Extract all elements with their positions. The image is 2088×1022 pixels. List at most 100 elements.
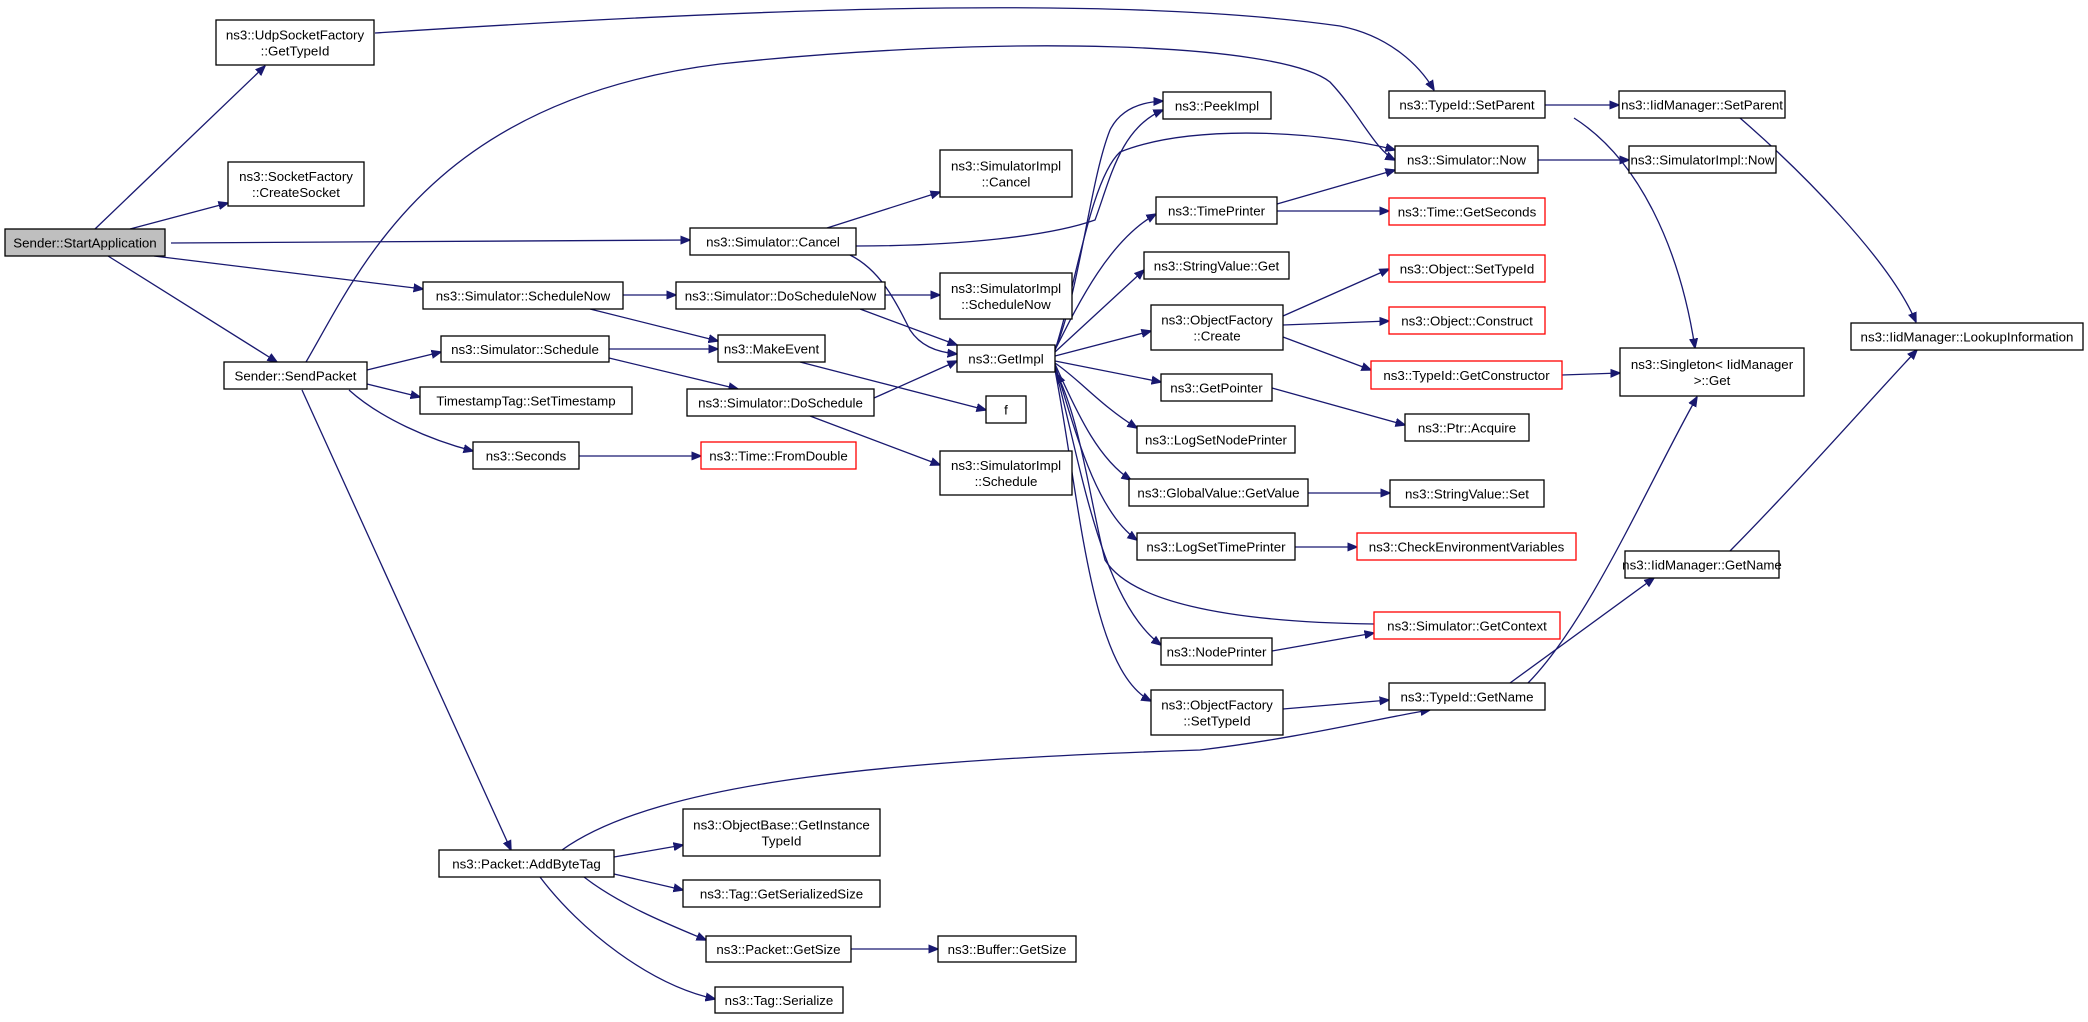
node-pktgs[interactable]: ns3::Packet::GetSize — [705, 935, 852, 963]
node-fnode[interactable]: f — [985, 395, 1027, 424]
node-tigc[interactable]: ns3::TypeId::GetConstructor — [1370, 360, 1563, 390]
node-iidgn[interactable]: ns3::IidManager::GetName — [1622, 550, 1782, 579]
node-tisp[interactable]: ns3::TypeId::SetParent — [1388, 90, 1546, 119]
node-sisched[interactable]: ns3::SimulatorImpl::Schedule — [939, 450, 1073, 496]
edge-dosched-to-sisched — [809, 415, 940, 465]
node-addbt[interactable]: ns3::Packet::AddByteTag — [438, 849, 615, 878]
node-box-obgit — [682, 808, 881, 857]
edge-cancel-to-peek — [855, 110, 1163, 247]
edge-start-to-udpsf — [94, 66, 265, 230]
edge-getptr-to-ptracq — [1271, 387, 1405, 425]
node-box-objst — [1388, 254, 1546, 283]
edge-mkev-to-fnode — [799, 361, 986, 410]
node-tign[interactable]: ns3::TypeId::GetName — [1388, 682, 1546, 711]
node-cancel[interactable]: ns3::Simulator::Cancel — [689, 227, 857, 256]
node-getptr[interactable]: ns3::GetPointer — [1160, 373, 1273, 402]
node-iidsp[interactable]: ns3::IidManager::SetParent — [1618, 90, 1786, 119]
node-tsset[interactable]: TimestampTag::SetTimestamp — [419, 386, 633, 415]
node-label-timegs-0: ns3::Time::GetSeconds — [1398, 205, 1537, 220]
node-label-mkev-0: ns3::MakeEvent — [724, 342, 820, 357]
node-sched[interactable]: ns3::Simulator::Schedule — [440, 335, 610, 363]
node-label-obgit-1: TypeId — [762, 834, 802, 849]
edge-tign-to-singget — [1527, 397, 1697, 684]
node-label-tign-0: ns3::TypeId::GetName — [1400, 690, 1533, 705]
node-label-tsset-0: TimestampTag::SetTimestamp — [436, 394, 615, 409]
node-timegs[interactable]: ns3::Time::GetSeconds — [1388, 197, 1546, 226]
node-udpsf[interactable]: ns3::UdpSocketFactory::GetTypeId — [215, 19, 375, 66]
node-label-obgit-0: ns3::ObjectBase::GetInstance — [693, 818, 870, 833]
node-label-ofst-1: ::SetTypeId — [1183, 714, 1250, 729]
node-box-sendpkt — [223, 361, 368, 390]
node-box-svset — [1389, 479, 1545, 508]
node-tprint[interactable]: ns3::TimePrinter — [1155, 196, 1278, 225]
node-start[interactable]: Sender::StartApplication — [4, 228, 166, 257]
node-bufgs[interactable]: ns3::Buffer::GetSize — [937, 935, 1077, 963]
node-iidli[interactable]: ns3::IidManager::LookupInformation — [1850, 322, 2084, 351]
node-box-tsset — [419, 386, 633, 415]
node-getimpl[interactable]: ns3::GetImpl — [956, 344, 1056, 373]
node-ofc[interactable]: ns3::ObjectFactory::Create — [1150, 304, 1284, 351]
node-nodep[interactable]: ns3::NodePrinter — [1160, 637, 1273, 666]
node-label-tagser-0: ns3::Tag::Serialize — [725, 993, 834, 1008]
node-dosn[interactable]: ns3::Simulator::DoScheduleNow — [675, 281, 886, 310]
node-seconds[interactable]: ns3::Seconds — [472, 441, 580, 470]
node-schednow[interactable]: ns3::Simulator::ScheduleNow — [422, 281, 624, 310]
node-label-fnode-0: f — [1004, 403, 1008, 418]
node-box-taggss — [682, 879, 881, 908]
node-sicancel[interactable]: ns3::SimulatorImpl::Cancel — [939, 149, 1073, 198]
node-box-ofc — [1150, 304, 1284, 351]
node-box-iidli — [1850, 322, 2084, 351]
edge-sendpkt-to-addbt — [301, 389, 511, 850]
nodes-layer: Sender::StartApplication ns3::UdpSocketFa… — [4, 19, 2084, 1014]
edge-iidsp-to-iidli — [1739, 117, 1916, 322]
node-box-cev — [1356, 532, 1577, 561]
node-tagser[interactable]: ns3::Tag::Serialize — [714, 986, 844, 1014]
edge-addbt-to-tagser — [539, 876, 715, 999]
node-sendpkt[interactable]: Sender::SendPacket — [223, 361, 368, 390]
node-ofst[interactable]: ns3::ObjectFactory::SetTypeId — [1150, 689, 1284, 736]
node-box-objcon — [1388, 306, 1546, 335]
edge-sendpkt-to-tsset — [366, 383, 420, 397]
node-mkev[interactable]: ns3::MakeEvent — [717, 334, 826, 363]
edge-getimpl-to-svget — [1054, 270, 1144, 353]
node-label-udpsf-1: ::GetTypeId — [261, 44, 330, 59]
node-siminow[interactable]: ns3::SimulatorImpl::Now — [1628, 145, 1777, 174]
node-objcon[interactable]: ns3::Object::Construct — [1388, 306, 1546, 335]
node-sisn[interactable]: ns3::SimulatorImpl::ScheduleNow — [939, 272, 1073, 320]
edge-start-to-schednow — [153, 255, 423, 289]
node-svset[interactable]: ns3::StringValue::Set — [1389, 479, 1545, 508]
node-label-nodep-0: ns3::NodePrinter — [1167, 645, 1267, 660]
node-taggss[interactable]: ns3::Tag::GetSerializedSize — [682, 879, 881, 908]
node-gvgv[interactable]: ns3::GlobalValue::GetValue — [1128, 478, 1309, 507]
node-label-sisched-1: ::Schedule — [975, 474, 1038, 489]
node-ptracq[interactable]: ns3::Ptr::Acquire — [1404, 413, 1530, 442]
node-svget[interactable]: ns3::StringValue::Get — [1143, 251, 1290, 280]
edge-getimpl-to-getptr — [1054, 360, 1161, 382]
node-label-start-0: Sender::StartApplication — [13, 236, 156, 251]
node-box-getptr — [1160, 373, 1273, 402]
node-simgc[interactable]: ns3::Simulator::GetContext — [1373, 611, 1561, 640]
node-label-sicancel-0: ns3::SimulatorImpl — [951, 159, 1061, 174]
node-lsnp[interactable]: ns3::LogSetNodePrinter — [1136, 425, 1296, 454]
node-singget[interactable]: ns3::Singleton< IidManager>::Get — [1619, 347, 1805, 397]
node-cev[interactable]: ns3::CheckEnvironmentVariables — [1356, 532, 1577, 561]
edge-simgc-to-getimpl — [1057, 374, 1375, 625]
node-label-simnow-0: ns3::Simulator::Now — [1407, 153, 1526, 168]
node-dosched[interactable]: ns3::Simulator::DoSchedule — [686, 388, 875, 417]
node-label-lsnp-0: ns3::LogSetNodePrinter — [1145, 433, 1287, 448]
edge-nodep-to-simgc — [1271, 633, 1374, 652]
node-sfcs[interactable]: ns3::SocketFactory::CreateSocket — [227, 161, 365, 207]
node-box-schednow — [422, 281, 624, 310]
node-objst[interactable]: ns3::Object::SetTypeId — [1388, 254, 1546, 283]
node-fromdbl[interactable]: ns3::Time::FromDouble — [700, 441, 857, 470]
node-peek[interactable]: ns3::PeekImpl — [1162, 91, 1272, 120]
node-lstp[interactable]: ns3::LogSetTimePrinter — [1136, 532, 1296, 561]
edge-dosched-to-getimpl — [873, 361, 957, 399]
edge-tign-to-iidgn — [1509, 578, 1654, 684]
edge-udpsf-to-tisp — [374, 7, 1434, 90]
edge-schednow-to-mkev — [589, 308, 718, 341]
node-simnow[interactable]: ns3::Simulator::Now — [1394, 145, 1539, 174]
edge-sendpkt-to-simnow — [305, 45, 1395, 363]
